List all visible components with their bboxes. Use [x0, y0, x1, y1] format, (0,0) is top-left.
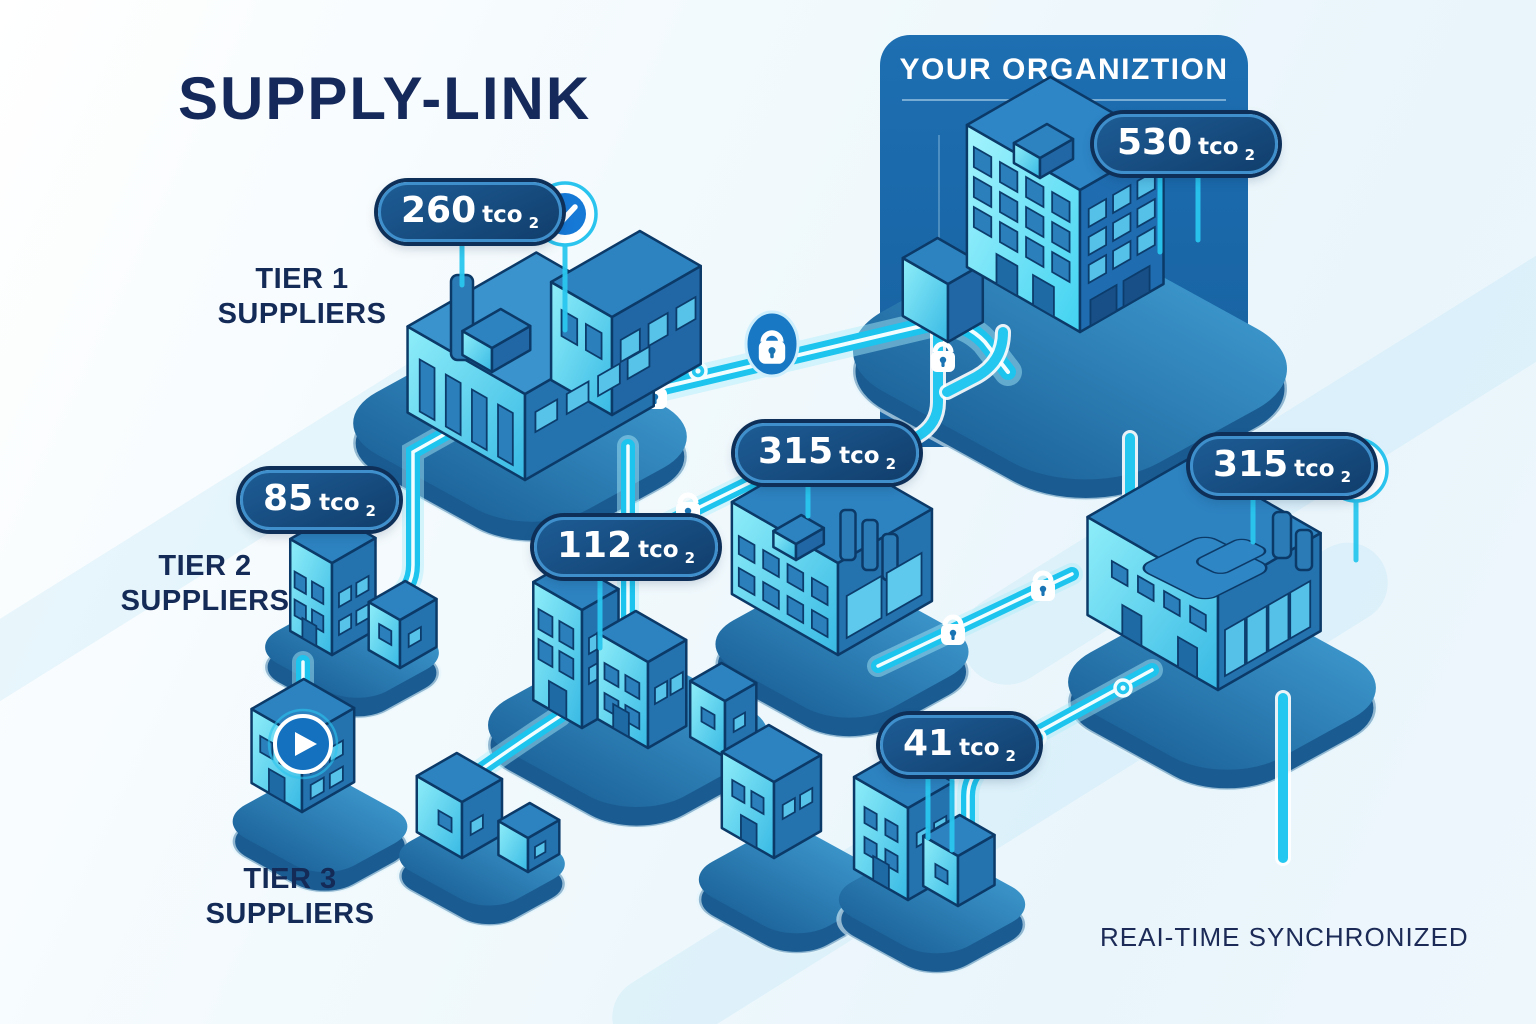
- badge-unit: tco: [638, 537, 679, 563]
- tier1-factory: [406, 229, 702, 482]
- tier1-label: TIER 1 SUPPLIERS: [218, 262, 387, 333]
- badge-value: 85: [263, 478, 314, 519]
- play-circle-icon: [267, 708, 339, 780]
- panel-accent-line: [938, 135, 940, 325]
- tier1-label-line1: TIER 1: [255, 263, 349, 295]
- badge-unit: tco: [1294, 456, 1335, 482]
- badge-value: 41: [903, 723, 954, 764]
- badge-unit: tco: [839, 443, 880, 469]
- badge-unit-sub: 2: [365, 502, 376, 520]
- tier3-label: TIER 3 SUPPLIERS: [206, 862, 375, 933]
- badge-unit-sub: 2: [1340, 468, 1352, 486]
- footer-caption: REAI-TIME SYNCHRONIZED: [1100, 922, 1469, 952]
- badge-value: 530: [1117, 122, 1193, 163]
- tier2-label-line2: SUPPLIERS: [120, 585, 290, 618]
- tier2-label: TIER 2 SUPPLIERS: [121, 549, 290, 620]
- organization-building: [901, 75, 1165, 344]
- badge-unit-sub: 2: [1005, 747, 1016, 765]
- page-title: SUPPLY-LINK: [178, 65, 592, 132]
- lock-icon: [941, 614, 965, 645]
- badge-unit: tco: [319, 490, 360, 516]
- badge-unit: tco: [959, 735, 1000, 761]
- tier3-label-line1: TIER 3: [243, 863, 337, 895]
- badge-unit-sub: 2: [684, 549, 696, 567]
- badge-value: 260: [401, 190, 477, 231]
- tier1-label-line2: SUPPLIERS: [217, 298, 387, 331]
- badge-unit-sub: 2: [885, 455, 897, 473]
- lock-icon: [758, 330, 786, 364]
- badge-unit: tco: [1198, 134, 1239, 160]
- bottom-cluster-buildings: [720, 723, 996, 908]
- tier2-label-line1: TIER 2: [158, 550, 252, 582]
- connector-node-icon: [1113, 678, 1133, 698]
- badge-value: 112: [557, 525, 633, 566]
- lock-icon: [1031, 570, 1055, 601]
- badge-unit: tco: [482, 202, 523, 228]
- badge-value: 315: [758, 431, 834, 472]
- badge-value: 315: [1213, 444, 1289, 485]
- badge-unit-sub: 2: [1244, 146, 1256, 164]
- tier3-label-line2: SUPPLIERS: [205, 898, 375, 931]
- lock-badge-icon: [744, 310, 800, 378]
- lock-icon: [931, 341, 955, 372]
- right-warehouse: [1086, 456, 1322, 692]
- organization-panel-title: YOUR ORGANIZTION: [899, 53, 1229, 86]
- badge-unit-sub: 2: [528, 214, 540, 232]
- badge-stems: [459, 169, 1359, 853]
- tier2-left-buildings: [288, 512, 438, 670]
